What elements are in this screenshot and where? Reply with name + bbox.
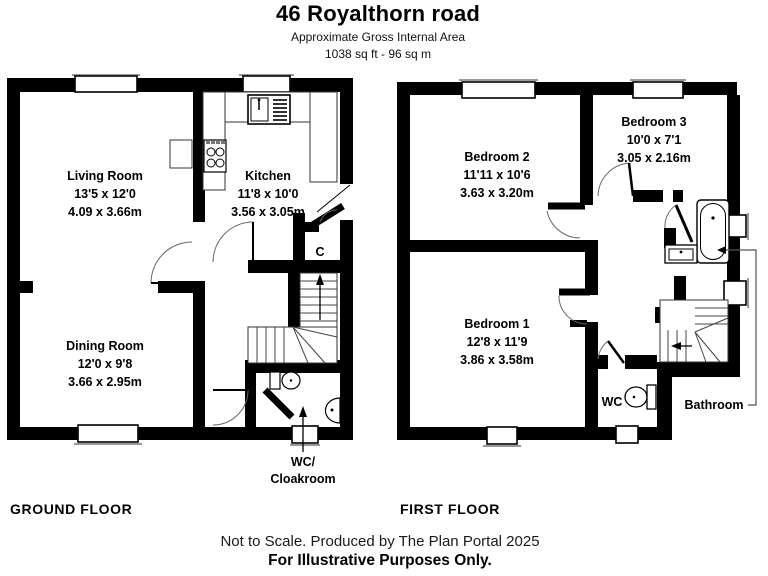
wc-callout-arrow-icon xyxy=(299,406,307,452)
ff-labels: Bedroom 2 11'11 x 10'6 3.63 x 3.20m Bedr… xyxy=(460,115,757,412)
bedroom3-name: Bedroom 3 xyxy=(621,115,686,129)
bedroom1-metric: 3.86 x 3.58m xyxy=(460,353,534,367)
kitchen-imperial: 11'8 x 10'0 xyxy=(238,187,299,201)
gf-windows xyxy=(72,74,320,446)
gf-doors xyxy=(150,221,254,426)
stove-icon xyxy=(203,139,227,173)
dining-room-name: Dining Room xyxy=(66,339,144,353)
ff-walls xyxy=(397,82,740,440)
gf-window-kitchen xyxy=(242,75,291,93)
gf-walls xyxy=(7,78,353,440)
cupboard-label: C xyxy=(315,245,324,259)
dining-room-imperial: 12'0 x 9'8 xyxy=(78,357,133,371)
gf-stairs xyxy=(247,272,338,364)
ff-window-bedroom2 xyxy=(461,81,536,99)
bedroom3-imperial: 10'0 x 7'1 xyxy=(627,133,682,147)
bathroom-callout-line xyxy=(717,246,757,406)
living-room-metric: 4.09 x 3.66m xyxy=(68,205,142,219)
first-floor-plan: Bedroom 2 11'11 x 10'6 3.63 x 3.20m Bedr… xyxy=(397,79,757,447)
ff-window-wc xyxy=(615,425,639,444)
bedroom2-metric: 3.63 x 3.20m xyxy=(460,186,534,200)
corner-basin-icon xyxy=(324,397,341,424)
page-subtitle: Approximate Gross Internal Area xyxy=(290,30,466,44)
wc-label: WC xyxy=(602,395,623,409)
toilet-icon xyxy=(624,384,657,410)
ff-wc xyxy=(624,384,657,410)
bedroom3-metric: 3.05 x 2.16m xyxy=(617,151,691,165)
living-room-imperial: 13'5 x 12'0 xyxy=(74,187,136,201)
bedroom2-imperial: 11'11 x 10'6 xyxy=(463,168,530,182)
bathroom-label: Bathroom xyxy=(684,398,743,412)
stairs-up-arrow-icon xyxy=(316,274,324,320)
gf-window-living xyxy=(74,75,138,93)
bedroom2-name: Bedroom 2 xyxy=(464,150,529,164)
first-floor-caption: FIRST FLOOR xyxy=(400,501,500,517)
ff-bathroom xyxy=(664,199,730,264)
kitchen-sink-icon xyxy=(247,94,291,125)
ground-floor-caption: GROUND FLOOR xyxy=(10,501,133,517)
gf-cloakroom xyxy=(262,371,341,424)
bathtub-icon xyxy=(696,199,730,264)
ff-window-landing xyxy=(723,280,747,306)
ff-window-bedroom1 xyxy=(486,426,518,445)
bedroom1-name: Bedroom 1 xyxy=(464,317,529,331)
fireplace xyxy=(169,139,193,169)
gf-door-cloakroom-exterior xyxy=(291,425,319,444)
bathroom-sink-icon xyxy=(664,244,698,264)
footer: Not to Scale. Produced by The Plan Porta… xyxy=(0,533,760,570)
stairs-down-arrow-icon xyxy=(671,342,692,350)
ground-floor-plan: Living Room 13'5 x 12'0 4.09 x 3.66m Kit… xyxy=(7,74,353,486)
ff-doors xyxy=(546,162,694,364)
gf-back-door xyxy=(306,184,353,231)
living-room-name: Living Room xyxy=(67,169,143,183)
title-block: 46 Royalthorn road Approximate Gross Int… xyxy=(0,1,756,61)
area-text: 1038 sq ft - 96 sq m xyxy=(324,47,432,61)
footer-line1: Not to Scale. Produced by The Plan Porta… xyxy=(220,533,540,550)
ff-window-bedroom3 xyxy=(632,81,684,99)
kitchen-name: Kitchen xyxy=(245,169,291,183)
wc-cloakroom-label-1: WC/ xyxy=(291,455,316,469)
wc-cloakroom-label-2: Cloakroom xyxy=(270,472,335,486)
kitchen-metric: 3.56 x 3.05m xyxy=(231,205,305,219)
privacy-wall xyxy=(262,387,295,420)
footer-line2: For Illustrative Purposes Only. xyxy=(268,552,492,569)
gf-window-dining xyxy=(77,424,139,443)
toilet-icon xyxy=(269,371,301,390)
gf-labels: Living Room 13'5 x 12'0 4.09 x 3.66m Kit… xyxy=(66,169,336,486)
ff-windows xyxy=(459,79,749,447)
bedroom1-imperial: 12'8 x 11'9 xyxy=(467,335,528,349)
ff-stairs xyxy=(659,299,729,363)
page-title: 46 Royalthorn road xyxy=(275,1,481,26)
dining-room-metric: 3.66 x 2.95m xyxy=(68,375,142,389)
